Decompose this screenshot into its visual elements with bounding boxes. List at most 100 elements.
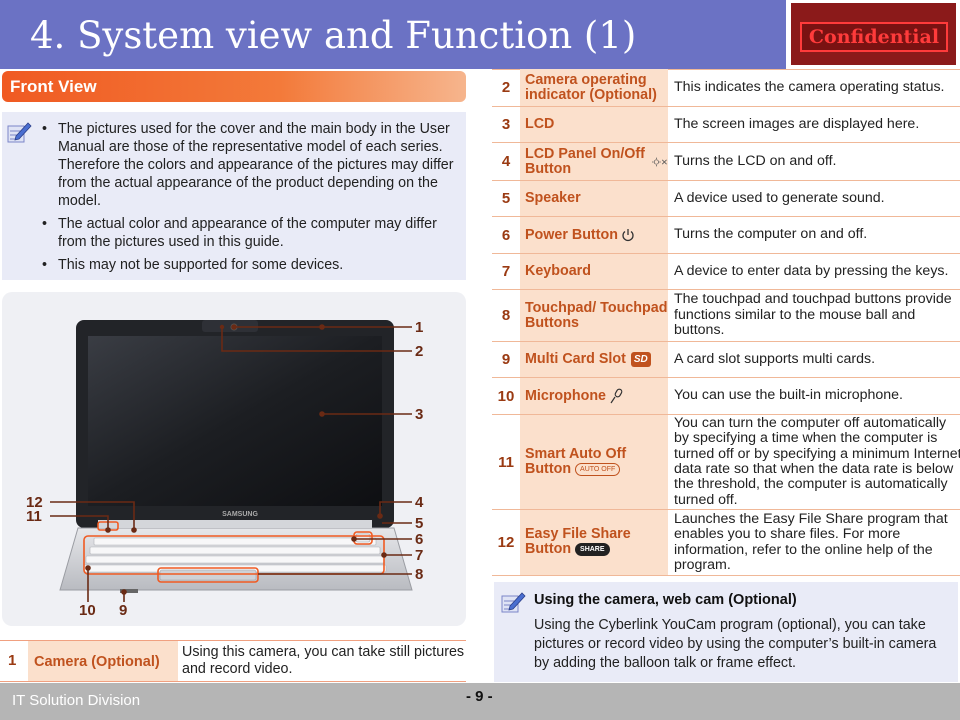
row-name: Camera operating indicator (Optional) bbox=[520, 69, 668, 106]
callout-9: 9 bbox=[119, 602, 127, 619]
laptop-brand-text: SAMSUNG bbox=[222, 511, 258, 518]
row-name-text: Microphone bbox=[525, 387, 607, 404]
speaker-grille bbox=[98, 520, 372, 528]
callout-lines bbox=[50, 326, 412, 602]
callout-12: 12 bbox=[26, 494, 43, 511]
row-number: 3 bbox=[501, 116, 511, 133]
table-row: 2 Camera operating indicator (Optional) … bbox=[492, 69, 960, 107]
row-number: 6 bbox=[501, 226, 511, 244]
camera-row-number: 1 bbox=[8, 652, 17, 669]
note-pencil-icon bbox=[7, 122, 32, 143]
note-item: The pictures used for the cover and the … bbox=[38, 120, 460, 210]
section-heading: Front View bbox=[10, 77, 97, 96]
lcd-toggle-icon bbox=[651, 157, 667, 166]
row-desc: You can turn the computer off automatica… bbox=[674, 414, 960, 508]
row-name-text: Smart Auto Off Button bbox=[525, 446, 627, 477]
component-table: 2 Camera operating indicator (Optional) … bbox=[492, 69, 960, 576]
laptop-diagram: SAMSUNG bbox=[26, 319, 424, 619]
table-row: 12 Easy File Share Button SHARE Launches… bbox=[492, 510, 960, 576]
section-header-bar bbox=[2, 71, 466, 102]
row-desc: You can use the built-in microphone. bbox=[674, 387, 903, 404]
row-number: 5 bbox=[501, 190, 511, 207]
row-desc: A card slot supports multi cards. bbox=[674, 350, 876, 367]
row-name: LCD Panel On/Off Button bbox=[520, 143, 668, 180]
row-name: Multi Card Slot SD bbox=[520, 342, 668, 377]
row-number: 9 bbox=[501, 351, 511, 368]
row-name: Keyboard bbox=[520, 254, 668, 289]
row-desc: Launches the Easy File Share program tha… bbox=[674, 510, 948, 573]
footer-division: IT Solution Division bbox=[12, 692, 141, 709]
row-number: 10 bbox=[497, 387, 515, 405]
row-desc: A device used to generate sound. bbox=[674, 189, 885, 206]
table-row: 10 Microphone You can use the built-in m… bbox=[492, 378, 960, 415]
row-name: Touchpad/ Touchpad Buttons bbox=[520, 290, 668, 341]
row-number: 7 bbox=[501, 263, 511, 280]
tip-title: Using the camera, web cam (Optional) bbox=[534, 592, 797, 608]
card-slot-shape bbox=[120, 589, 138, 593]
row-name-text: Power Button bbox=[525, 226, 618, 243]
callout-7: 7 bbox=[415, 547, 423, 564]
row-name: Speaker bbox=[520, 181, 668, 216]
camera-row-desc: Using this camera, you can take still pi… bbox=[182, 644, 465, 677]
footer-bar bbox=[0, 683, 960, 720]
row-name: Smart Auto Off Button AUTO OFF bbox=[520, 415, 668, 509]
auto-off-icon: AUTO OFF bbox=[575, 462, 621, 476]
camera-housing bbox=[202, 320, 258, 332]
row-name: Power Button bbox=[520, 217, 668, 253]
table-top-border bbox=[492, 69, 960, 70]
row-desc: This indicates the camera operating stat… bbox=[674, 78, 945, 95]
page-number: - 9 - bbox=[466, 688, 493, 705]
callout-2: 2 bbox=[415, 343, 423, 360]
camera-name-cell bbox=[28, 641, 178, 681]
row-name-text: LCD Panel On/Off Button bbox=[525, 145, 645, 177]
note-item: The actual color and appearance of the c… bbox=[38, 215, 460, 251]
callout-1: 1 bbox=[415, 319, 423, 336]
table-row: 3 LCD The screen images are displayed he… bbox=[492, 107, 960, 143]
callout-6: 6 bbox=[415, 531, 423, 548]
laptop-screen bbox=[88, 336, 382, 506]
note-item: This may not be supported for some devic… bbox=[38, 256, 460, 274]
note-pencil-icon bbox=[501, 592, 526, 613]
table-row: 7 Keyboard A device to enter data by pre… bbox=[492, 254, 960, 290]
row-number: 4 bbox=[501, 153, 511, 170]
table-row: 5 Speaker A device used to generate soun… bbox=[492, 181, 960, 217]
row-number: 12 bbox=[497, 534, 515, 551]
row-name: Easy File Share Button SHARE bbox=[520, 510, 668, 575]
row-desc: Turns the computer on and off. bbox=[674, 226, 868, 243]
power-icon bbox=[622, 229, 634, 242]
row-name: Microphone bbox=[520, 378, 668, 414]
callout-3: 3 bbox=[415, 406, 423, 423]
row-name: LCD bbox=[520, 107, 668, 142]
row-number: 2 bbox=[501, 79, 511, 96]
tip-box bbox=[494, 582, 958, 682]
callout-dots bbox=[85, 324, 387, 595]
share-icon: SHARE bbox=[575, 542, 610, 556]
callout-5: 5 bbox=[415, 515, 423, 532]
row-name-text: Easy File Share Button bbox=[525, 526, 631, 557]
row-number: 11 bbox=[498, 453, 514, 471]
tip-text: Using the Cyberlink YouCam program (opti… bbox=[534, 617, 937, 671]
sd-card-icon: SD bbox=[630, 352, 651, 367]
touchpad bbox=[159, 569, 257, 581]
row-desc: Turns the LCD on and off. bbox=[674, 152, 837, 169]
row-name-text: Multi Card Slot bbox=[525, 351, 626, 367]
row-number: 8 bbox=[501, 307, 511, 324]
row-desc: A device to enter data by pressing the k… bbox=[674, 262, 949, 279]
row-desc: The screen images are displayed here. bbox=[674, 115, 920, 132]
table-row: 8 Touchpad/ Touchpad Buttons The touchpa… bbox=[492, 290, 960, 342]
camera-row bbox=[0, 640, 466, 682]
confidential-stamp: Confidential bbox=[800, 22, 948, 52]
page-title: 4. System view and Function (1) bbox=[30, 14, 637, 57]
table-row: 11 Smart Auto Off Button AUTO OFF You ca… bbox=[492, 415, 960, 510]
callout-4: 4 bbox=[415, 494, 424, 511]
table-row: 9 Multi Card Slot SD A card slot support… bbox=[492, 342, 960, 378]
note-list: The pictures used for the cover and the … bbox=[38, 120, 460, 279]
callout-8: 8 bbox=[415, 566, 423, 583]
row-desc: The touchpad and touchpad buttons provid… bbox=[674, 291, 952, 339]
callout-11: 11 bbox=[26, 508, 42, 525]
camera-row-name: Camera (Optional) bbox=[34, 654, 160, 670]
table-row: 6 Power Button Turns the computer on and… bbox=[492, 217, 960, 254]
microphone-icon bbox=[610, 388, 623, 404]
table-row: 4 LCD Panel On/Off Button Turns the LCD … bbox=[492, 143, 960, 181]
callout-10: 10 bbox=[79, 602, 96, 619]
